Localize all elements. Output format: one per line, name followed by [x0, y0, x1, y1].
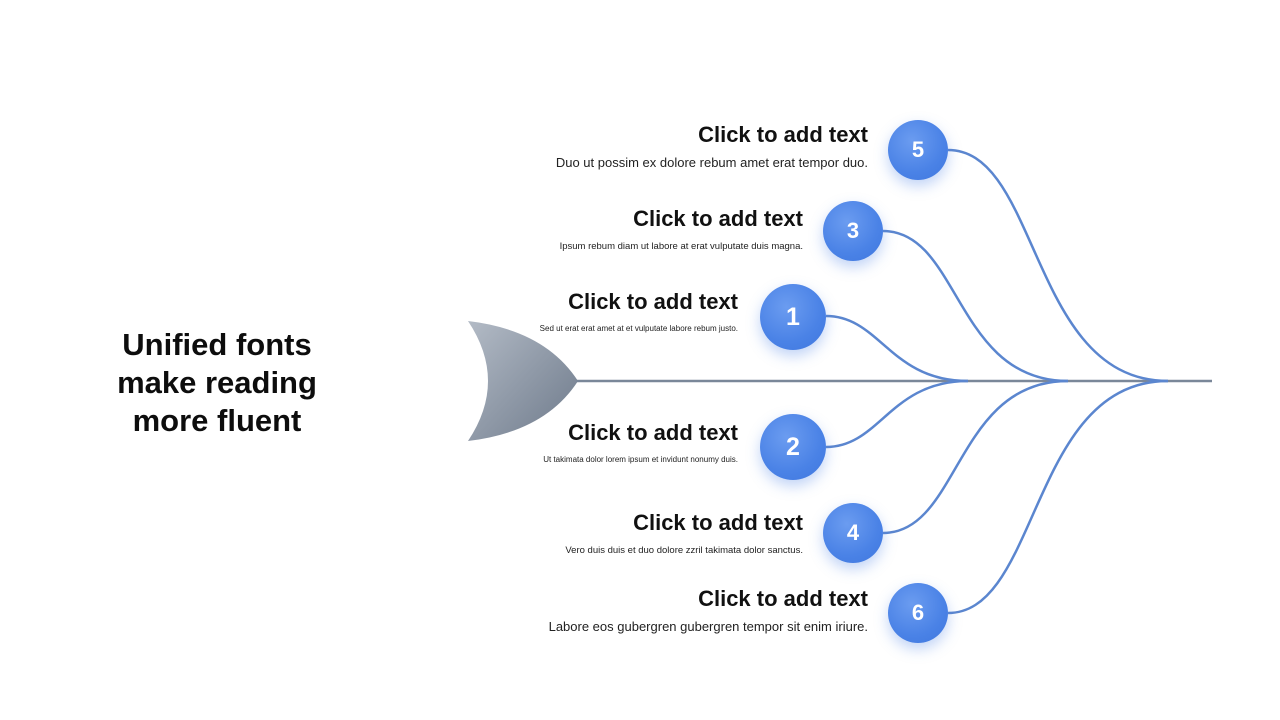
item-body[interactable]: Ut takimata dolor lorem ipsum et invidun… — [543, 455, 738, 464]
number-badge-2: 2 — [760, 414, 826, 480]
item-body[interactable]: Duo ut possim ex dolore rebum amet erat … — [555, 155, 868, 170]
main-title: Unified fonts make reading more fluent — [82, 326, 352, 440]
item-heading[interactable]: Click to add text — [568, 420, 738, 445]
number-badge-3: 3 — [823, 201, 883, 261]
number-badge-5: 5 — [888, 120, 948, 180]
item-body[interactable]: Labore eos gubergren gubergren tempor si… — [548, 619, 868, 634]
main-title-line-3: more fluent — [132, 403, 302, 438]
branch-line-3 — [882, 229, 1069, 383]
item-heading[interactable]: Click to add text — [568, 289, 738, 314]
number-badge-1: 1 — [760, 284, 826, 350]
item-body[interactable]: Vero duis duis et duo dolore zzril takim… — [565, 545, 803, 556]
item-4-text[interactable]: Click to add text Vero duis duis et duo … — [565, 510, 803, 556]
number-badge-label: 4 — [846, 520, 860, 545]
branch-line-2 — [825, 379, 969, 449]
number-badge-label: 3 — [846, 218, 860, 243]
item-heading[interactable]: Click to add text — [633, 206, 803, 231]
main-title-line-1: Unified fonts — [122, 327, 312, 362]
fish-head-shape — [468, 321, 578, 441]
number-badge-label: 5 — [911, 137, 925, 162]
number-badge-4: 4 — [823, 503, 883, 563]
branch-line-4 — [882, 379, 1069, 535]
item-3-text[interactable]: Click to add text Ipsum rebum diam ut la… — [560, 206, 803, 252]
item-2-text[interactable]: Click to add text Ut takimata dolor lore… — [543, 420, 738, 464]
item-body[interactable]: Ipsum rebum diam ut labore at erat vulpu… — [559, 241, 803, 252]
number-badge-6: 6 — [888, 583, 948, 643]
number-badge-label: 6 — [911, 600, 925, 625]
item-heading[interactable]: Click to add text — [633, 510, 803, 535]
branch-line-5 — [947, 148, 1169, 383]
item-6-text[interactable]: Click to add text Labore eos gubergren g… — [549, 586, 868, 634]
branch-line-6 — [947, 379, 1169, 615]
number-badge-label: 2 — [786, 432, 800, 461]
item-1-text[interactable]: Click to add text Sed ut erat erat amet … — [540, 289, 738, 333]
number-badge-label: 1 — [786, 302, 800, 331]
item-heading[interactable]: Click to add text — [698, 586, 868, 611]
branch-line-1 — [825, 314, 969, 383]
item-5-text[interactable]: Click to add text Duo ut possim ex dolor… — [556, 122, 868, 170]
item-heading[interactable]: Click to add text — [698, 122, 868, 147]
item-body[interactable]: Sed ut erat erat amet at et vulputate la… — [539, 324, 738, 333]
main-title-line-2: make reading — [117, 365, 317, 400]
